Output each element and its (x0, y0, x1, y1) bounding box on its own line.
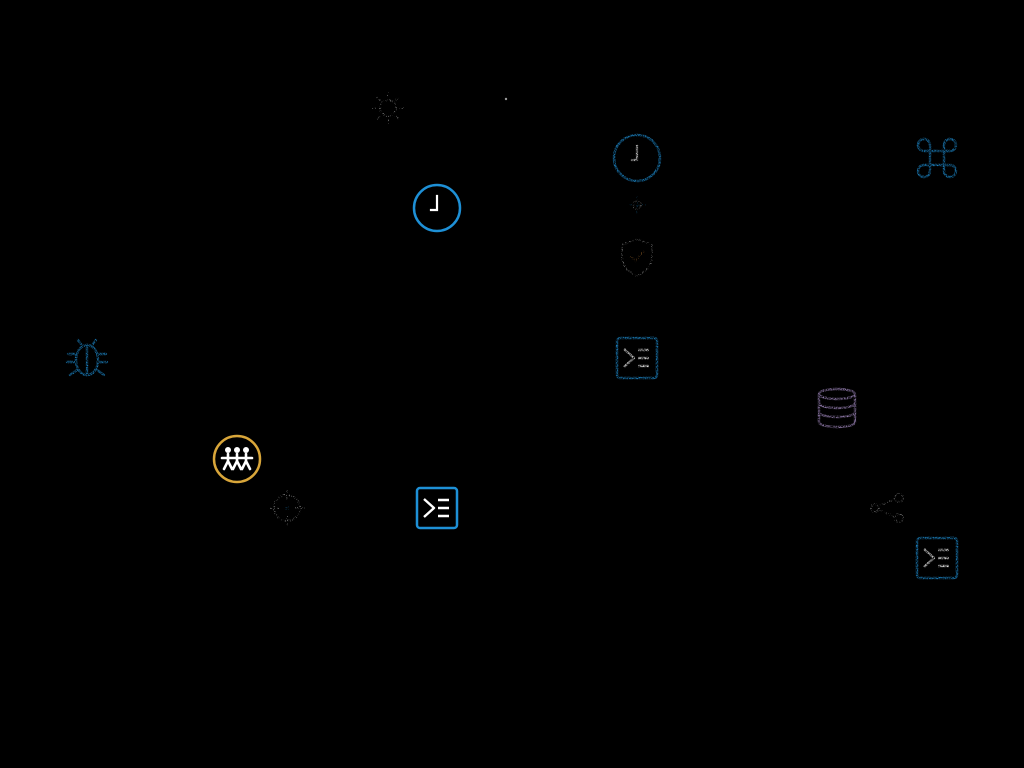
terminal-icon[interactable] (611, 332, 663, 384)
crosshair-icon[interactable] (261, 482, 313, 534)
dot-icon (503, 96, 509, 102)
bug-icon[interactable] (61, 332, 113, 384)
clock-icon[interactable] (411, 182, 463, 234)
network-icon[interactable] (620, 188, 654, 222)
community-icon[interactable] (211, 433, 263, 485)
shield-icon[interactable] (611, 231, 663, 283)
terminal-icon[interactable] (911, 532, 963, 584)
clock-icon[interactable] (611, 132, 663, 184)
settings-icon[interactable] (362, 82, 414, 134)
command-key-icon[interactable] (911, 132, 963, 184)
terminal-icon[interactable] (411, 482, 463, 534)
network-icon[interactable] (861, 482, 913, 534)
database-icon[interactable] (811, 382, 863, 434)
